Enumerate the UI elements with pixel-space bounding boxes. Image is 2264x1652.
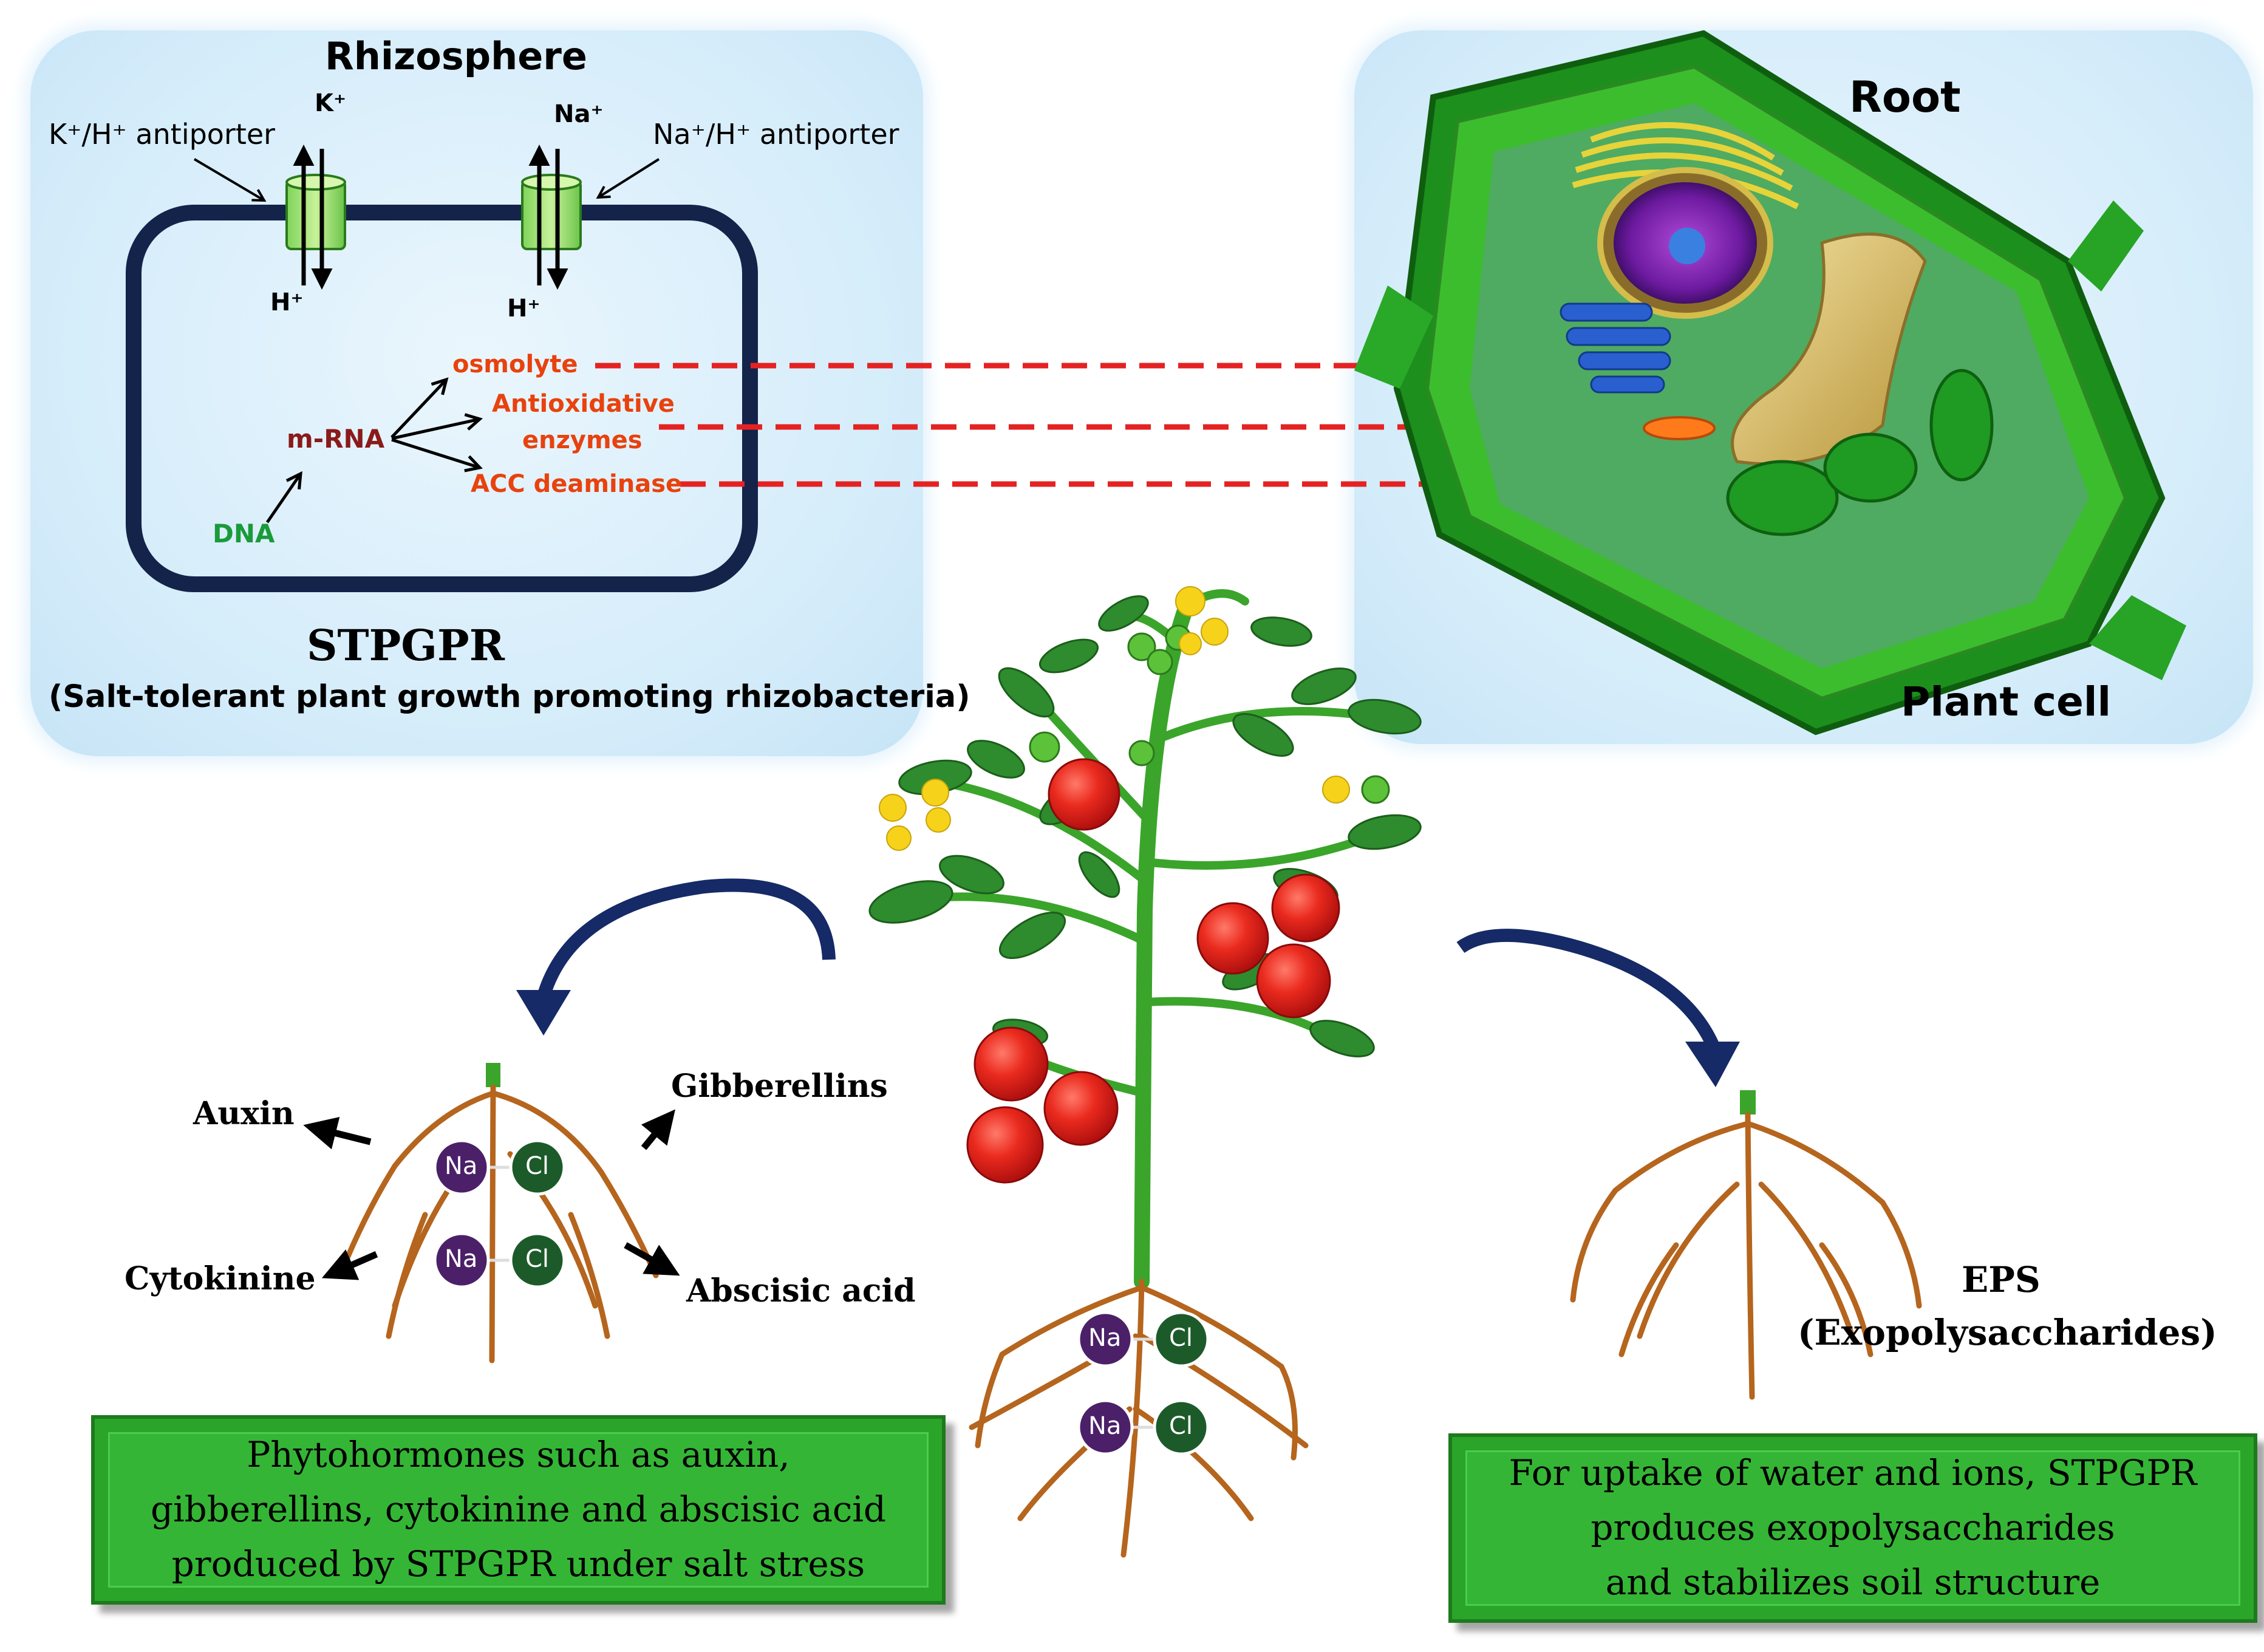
right-root-system (1570, 1090, 1922, 1400)
enzymes-label: enzymes (522, 426, 643, 454)
cl-ion-text: Cl (1169, 1324, 1193, 1352)
dna-label: DNA (213, 519, 275, 548)
eps-label: EPS (1962, 1259, 2041, 1300)
gene-expression-arrows (265, 380, 480, 524)
phytohormone-arrows (303, 1109, 680, 1280)
eps-fullname: (Exopolysaccharides) (1798, 1312, 2217, 1353)
abscisic-acid-label: Abscisic acid (686, 1272, 916, 1309)
antioxidative-label: Antioxidative (492, 390, 675, 418)
curved-arrow-left (516, 878, 836, 1036)
eps-info-box: For uptake of water and ions, STPGPR pro… (1448, 1433, 2257, 1623)
na-ions (433, 1139, 1134, 1456)
na-antiporter-channel (521, 145, 582, 290)
cl-ion-text: Cl (525, 1152, 550, 1180)
na-ion-text: Na (1088, 1412, 1122, 1440)
root-label: Root (1849, 72, 1961, 122)
k-antiporter-pointer (193, 158, 264, 200)
rhizosphere-panel (30, 30, 923, 756)
k-antiporter-channel (285, 145, 346, 290)
cytokinine-label: Cytokinine (124, 1260, 316, 1297)
na-antiporter-pointer (598, 158, 660, 197)
plant-cell-label: Plant cell (1901, 678, 2112, 725)
phytohormone-box-line2: gibberellins, cytokinine and abscisic ac… (150, 1489, 887, 1531)
left-root-system (337, 1063, 659, 1364)
na-ion-text: Na (445, 1152, 478, 1180)
bacterium-membrane (126, 205, 758, 592)
phytohormone-box-line1: Phytohormones such as auxin, (247, 1434, 790, 1476)
na-antiporter-label: Na⁺/H⁺ antiporter (653, 118, 899, 151)
acc-deaminase-label: ACC deaminase (471, 470, 683, 498)
h-ion-right-label: H⁺ (507, 295, 540, 323)
eps-box-line1: For uptake of water and ions, STPGPR (1509, 1452, 2197, 1494)
na-ion-text: Na (1088, 1324, 1122, 1352)
mrna-label: m-RNA (287, 424, 385, 454)
tomato-plant (868, 586, 1422, 1558)
curved-arrow-right (1456, 929, 1740, 1087)
eps-box-line3: and stabilizes soil structure (1605, 1561, 2101, 1603)
phytohormone-box-line3: produced by STPGPR under salt stress (171, 1543, 865, 1585)
cl-ion-text: Cl (525, 1245, 550, 1273)
k-antiporter-label: K⁺/H⁺ antiporter (49, 118, 276, 151)
k-ion-label: K⁺ (315, 89, 347, 117)
auxin-label: Auxin (193, 1095, 295, 1132)
cl-ions (509, 1139, 1210, 1456)
phytohormone-info-box: Phytohormones such as auxin, gibberellin… (91, 1415, 946, 1605)
stpgpr-title: STPGPR (307, 620, 505, 671)
osmolyte-label: osmolyte (452, 350, 578, 378)
cl-ion-text: Cl (1169, 1412, 1193, 1440)
stpgpr-fullname: (Salt-tolerant plant growth promoting rh… (49, 679, 970, 715)
na-ion-text: Na (445, 1245, 478, 1273)
gibberellins-label: Gibberellins (671, 1068, 888, 1105)
plant-cell-illustration (1354, 30, 2186, 736)
eps-box-line2: produces exopolysaccharides (1591, 1507, 2115, 1549)
na-ion-label: Na⁺ (554, 100, 604, 128)
h-ion-left-label: H⁺ (270, 288, 304, 316)
rhizosphere-title: Rhizosphere (325, 34, 587, 78)
